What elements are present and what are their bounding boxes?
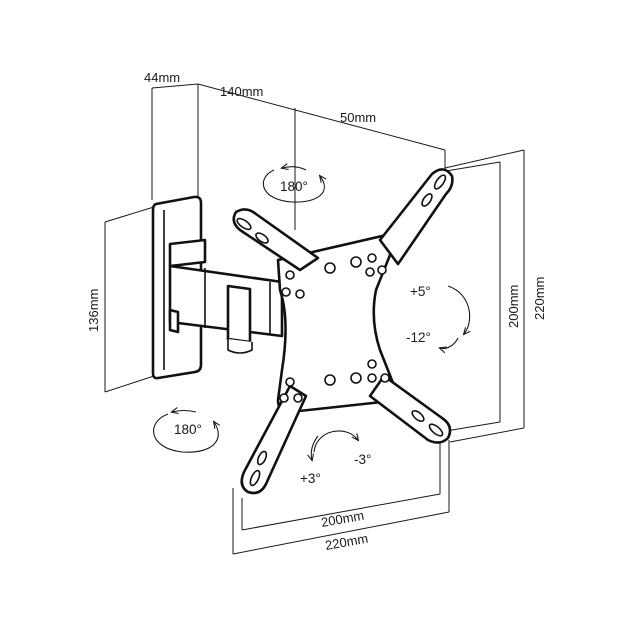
rotation-arrows	[153, 167, 470, 460]
swivel-bottom-arrow	[153, 413, 219, 453]
dim-line-140-50mm	[197, 83, 446, 151]
label-140mm: 140mm	[220, 84, 263, 99]
ext-line-136-bottom	[104, 374, 158, 393]
label-swivel-bottom: 180°	[174, 422, 202, 437]
label-50mm: 50mm	[340, 110, 376, 125]
ext-line-136-top	[104, 205, 158, 223]
label-200mm-horizontal: 200mm	[320, 508, 365, 530]
dim-line-44mm	[151, 83, 199, 89]
vesa-plate	[232, 168, 454, 495]
label-swivel-top: 180°	[280, 179, 308, 194]
swivel-top-arrow-back	[282, 167, 307, 171]
label-136mm: 136mm	[86, 289, 101, 332]
label-200mm-vertical: 200mm	[506, 285, 521, 328]
dim-line-200mm-horizontal	[241, 493, 441, 531]
dim-line-220mm-horizontal	[232, 511, 450, 555]
swing-arm	[168, 238, 284, 354]
swivel-bottom-arrow-back	[172, 411, 197, 413]
ext-line-200-top	[439, 161, 501, 173]
label-tilt-up: +5°	[410, 284, 431, 299]
label-220mm-horizontal: 220mm	[324, 531, 369, 553]
label-level-plus: +3°	[300, 471, 321, 486]
tilt-arrow-down	[447, 285, 470, 334]
label-220mm-vertical: 220mm	[532, 277, 547, 320]
ext-line-220-top	[444, 149, 525, 169]
ext-line-220-bottom	[449, 427, 525, 443]
level-arrow-minus	[313, 430, 358, 453]
level-arrow-plus	[311, 435, 319, 460]
swivel-top-arrow	[263, 169, 324, 203]
label-44mm: 44mm	[144, 70, 180, 85]
tilt-arrow-up	[440, 337, 459, 349]
label-level-minus: -3°	[354, 452, 371, 467]
label-tilt-down: -12°	[406, 330, 431, 345]
